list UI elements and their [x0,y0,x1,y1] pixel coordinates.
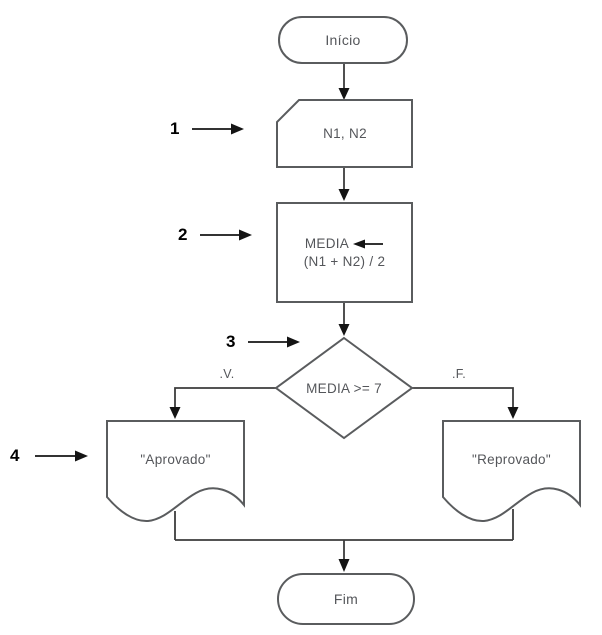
merge-connector-group [174,509,514,560]
decision-diamond-shape [274,336,414,440]
connector-true-branch [174,387,276,408]
connector-group [174,63,514,408]
arrowhead-into-doc-false-icon [507,407,519,419]
arrowhead-into-doc-true-icon [169,407,181,419]
process-rectangle-shape [276,202,413,303]
arrowhead-into-input-icon [338,88,350,100]
end-terminator-shape [277,573,415,625]
document-true-shape [106,420,245,523]
shape-group [106,16,581,625]
arrowhead-into-process-icon [338,189,350,201]
connector-false-branch [412,387,514,408]
input-card-shape [276,99,413,168]
arrowhead-into-decision-icon [338,324,350,336]
start-terminator-shape [278,16,408,64]
arrowhead-into-end-icon [338,559,350,572]
arrowhead-group [169,88,519,419]
document-false-shape [442,420,581,523]
